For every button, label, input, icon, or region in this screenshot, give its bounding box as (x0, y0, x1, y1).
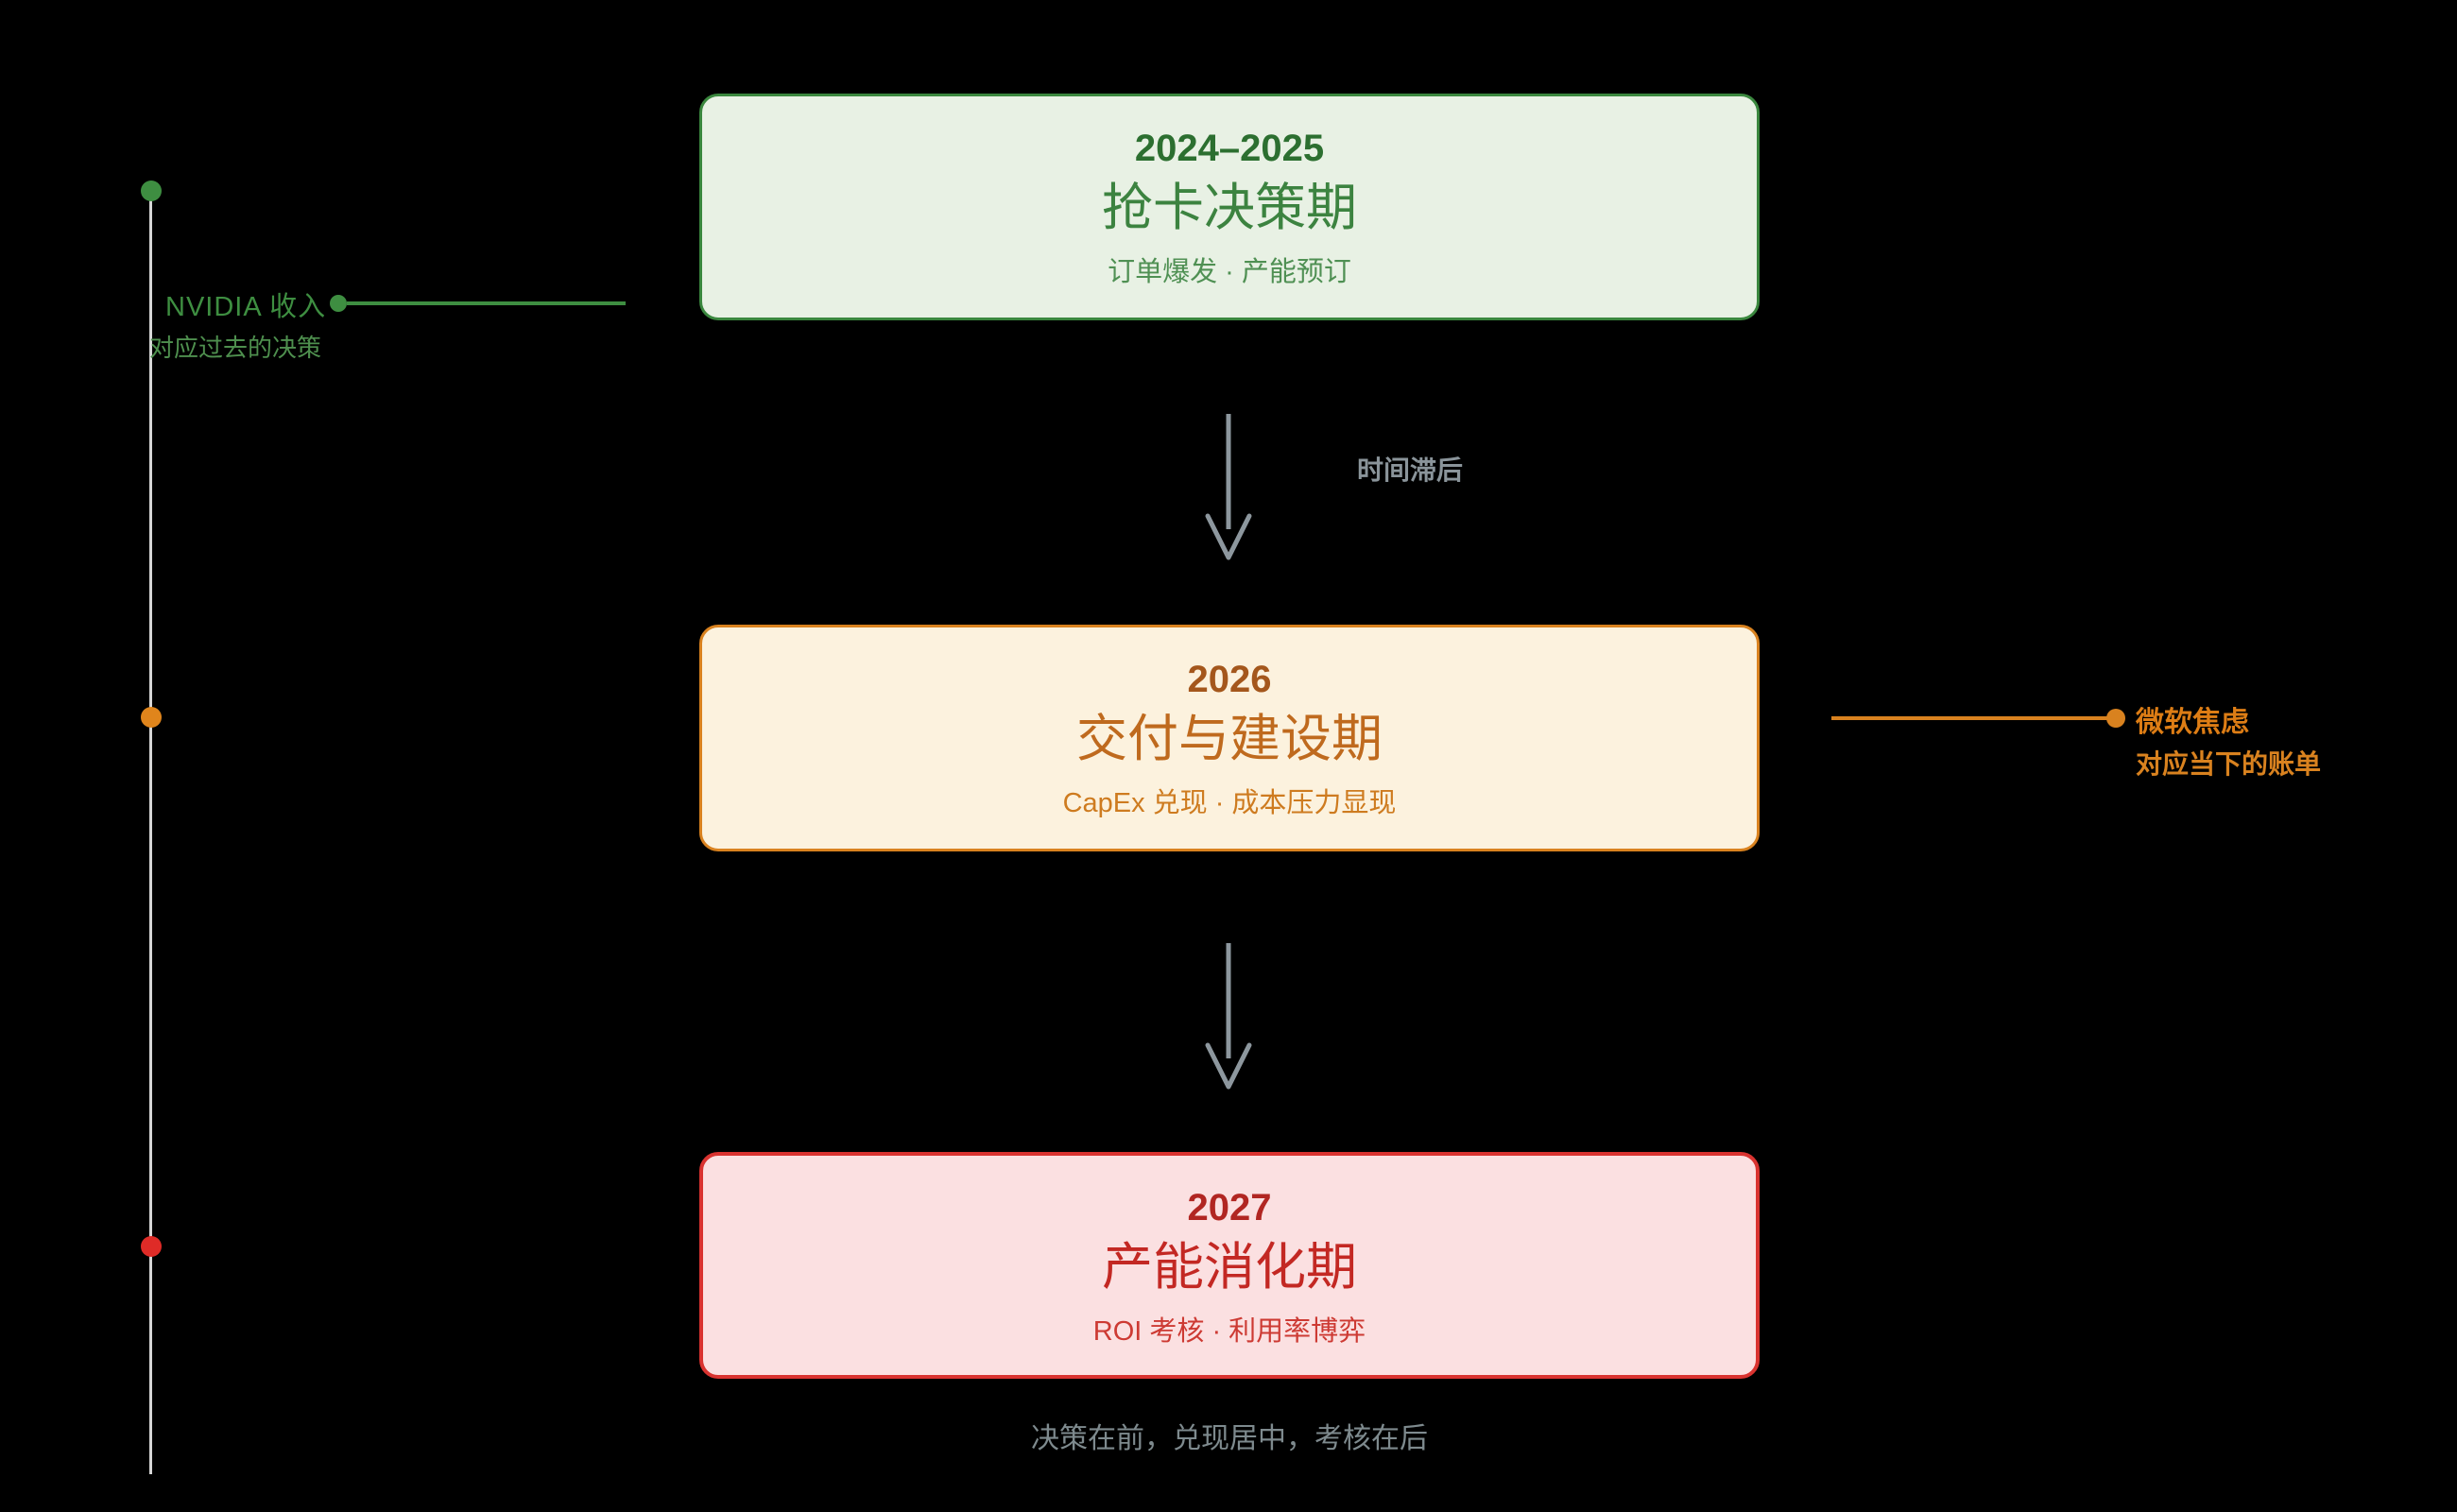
left-annotation-title: NVIDIA 收入 (165, 292, 327, 322)
stage-box-2027: 2027 产能消化期 ROI 考核 · 利用率博弈 (699, 1152, 1760, 1379)
timeline-orange-dot-icon (141, 707, 162, 728)
right-connector-dot-icon (2106, 709, 2125, 728)
bottom-caption: 决策在前，兑现居中，考核在后 (1031, 1423, 1428, 1454)
stage2-year: 2026 (1187, 659, 1272, 700)
stage3-title: 产能消化期 (1102, 1239, 1357, 1296)
timeline-line (149, 189, 152, 1474)
timeline-red-dot-icon (141, 1236, 162, 1257)
down-arrow-icon (1205, 943, 1252, 1090)
left-connector-dot-icon (330, 295, 347, 312)
stage-box-2026: 2026 交付与建设期 CapEx 兑现 · 成本压力显现 (699, 625, 1760, 851)
timeline-green-dot-icon (141, 180, 162, 201)
right-annotation-title: 微软焦虑 (2136, 707, 2249, 738)
stage1-title: 抢卡决策期 (1102, 180, 1357, 236)
left-connector-line (347, 301, 626, 305)
stage1-subtitle: 订单爆发 · 产能预订 (1108, 257, 1351, 287)
stage2-subtitle: CapEx 兑现 · 成本压力显现 (1062, 788, 1397, 818)
stage2-title: 交付与建设期 (1076, 711, 1383, 767)
stage3-subtitle: ROI 考核 · 利用率博弈 (1092, 1316, 1366, 1347)
down-arrow-icon (1205, 414, 1252, 560)
left-annotation-subtitle: 对应过去的决策 (149, 333, 322, 362)
right-connector-line (1831, 716, 2107, 720)
arrow-label-time-lag: 时间滞后 (1357, 455, 1464, 485)
stage1-year: 2024–2025 (1134, 128, 1325, 169)
right-annotation-subtitle: 对应当下的账单 (2136, 749, 2322, 779)
stage-box-2024-2025: 2024–2025 抢卡决策期 订单爆发 · 产能预订 (699, 94, 1760, 320)
stage3-year: 2027 (1187, 1187, 1272, 1228)
